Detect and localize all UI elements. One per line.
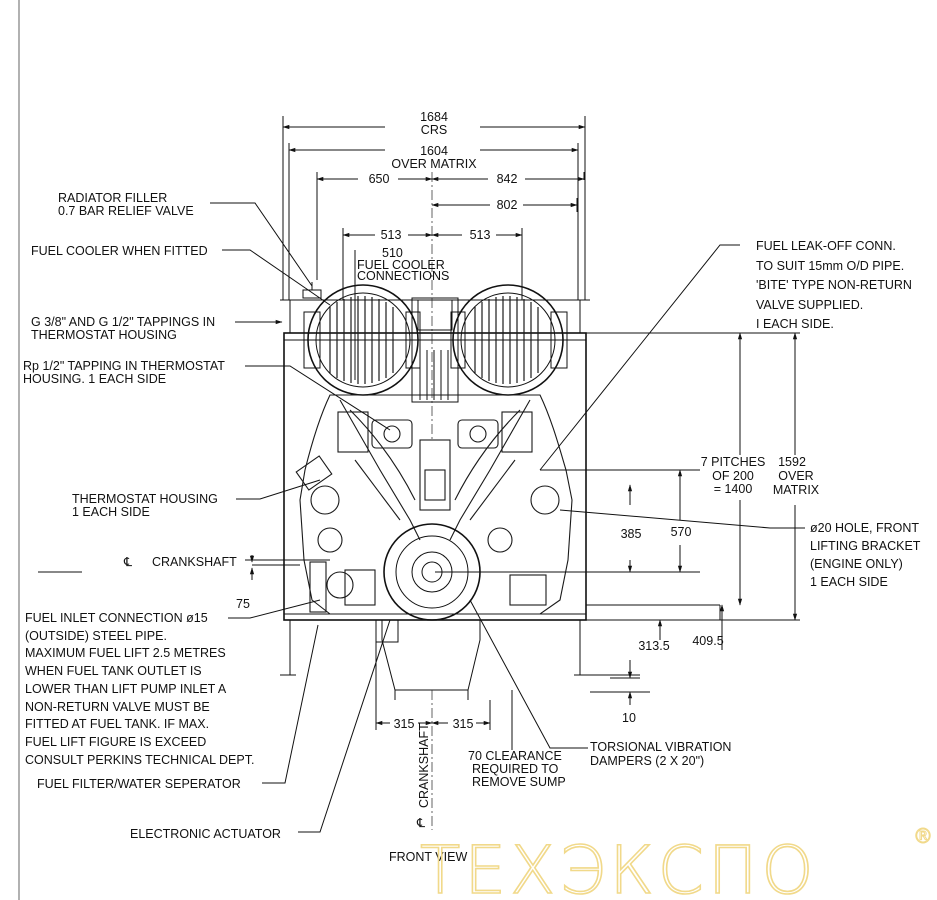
vertical-crankshaft-symbol: ℄ bbox=[416, 816, 426, 830]
fuel-cooler-connections-line1: FUEL COOLER bbox=[357, 258, 445, 272]
hole-line2: LIFTING BRACKET bbox=[810, 539, 921, 553]
hole-line1: ø20 HOLE, FRONT bbox=[810, 521, 919, 535]
dim-313-5: 313.5 bbox=[638, 639, 669, 653]
rp-tapping-line2: HOUSING. 1 EACH SIDE bbox=[23, 372, 166, 386]
tappings-line2: THERMOSTAT HOUSING bbox=[31, 328, 177, 342]
dim-510: 510 bbox=[382, 246, 403, 260]
dim-1684: 1684 bbox=[420, 110, 448, 124]
dim-409-5: 409.5 bbox=[692, 634, 723, 648]
fuel-inlet-line9: CONSULT PERKINS TECHNICAL DEPT. bbox=[25, 753, 254, 767]
over-matrix-line1: OVER bbox=[778, 469, 813, 483]
radiator-filler-line2: 0.7 BAR RELIEF VALVE bbox=[58, 204, 194, 218]
clearance-line2: REQUIRED TO bbox=[472, 762, 559, 776]
thermostat-line2: 1 EACH SIDE bbox=[72, 505, 150, 519]
leak-off-line4: VALVE SUPPLIED. bbox=[756, 298, 863, 312]
fuel-inlet-line3: MAXIMUM FUEL LIFT 2.5 METRES bbox=[25, 646, 226, 660]
dim-1604: 1604 bbox=[420, 144, 448, 158]
crankshaft-symbol: ℄ bbox=[123, 555, 133, 569]
fuel-inlet-line1: FUEL INLET CONNECTION ø15 bbox=[25, 611, 208, 625]
leak-off-line1: FUEL LEAK-OFF CONN. bbox=[756, 239, 896, 253]
dim-315-right: 315 bbox=[453, 717, 474, 731]
thermostat-line1: THERMOSTAT HOUSING bbox=[72, 492, 218, 506]
leak-off-line5: I EACH SIDE. bbox=[756, 317, 834, 331]
electronic-actuator-label: ELECTRONIC ACTUATOR bbox=[130, 827, 281, 841]
dim-315-left: 315 bbox=[394, 717, 415, 731]
crankshaft-label: CRANKSHAFT bbox=[152, 555, 237, 569]
fuel-inlet-line2: (OUTSIDE) STEEL PIPE. bbox=[25, 629, 167, 643]
pitches-line2: OF 200 bbox=[712, 469, 754, 483]
dimension-text: 1684 CRS 1604 OVER MATRIX 650 842 802 51… bbox=[236, 110, 820, 731]
watermark-registered-icon: ® bbox=[913, 824, 933, 848]
hole-line3: (ENGINE ONLY) bbox=[810, 557, 903, 571]
dim-crs: CRS bbox=[421, 123, 447, 137]
leader-lines bbox=[210, 202, 805, 833]
pitches-line3: = 1400 bbox=[714, 482, 753, 496]
dim-650: 650 bbox=[369, 172, 390, 186]
dim-385: 385 bbox=[621, 527, 642, 541]
watermark-text: ТЕХЭКСПО bbox=[420, 832, 817, 900]
dimension-lines bbox=[38, 116, 800, 750]
over-matrix-line2: MATRIX bbox=[773, 483, 820, 497]
dim-570: 570 bbox=[671, 525, 692, 539]
torsional-line2: DAMPERS (2 X 20") bbox=[590, 754, 704, 768]
dim-842: 842 bbox=[497, 172, 518, 186]
radiator-filler-line1: RADIATOR FILLER bbox=[58, 191, 167, 205]
dim-513-left: 513 bbox=[381, 228, 402, 242]
dim-10: 10 bbox=[622, 711, 636, 725]
pitches-line1: 7 PITCHES bbox=[701, 455, 766, 469]
fuel-inlet-line8: FUEL LIFT FIGURE IS EXCEED bbox=[25, 735, 206, 749]
clearance-line1: 70 CLEARANCE bbox=[468, 749, 562, 763]
dim-75: 75 bbox=[236, 597, 250, 611]
leak-off-line2: TO SUIT 15mm O/D PIPE. bbox=[756, 259, 904, 273]
tappings-line1: G 3/8" AND G 1/2" TAPPINGS IN bbox=[31, 315, 215, 329]
fuel-cooler-fitted-label: FUEL COOLER WHEN FITTED bbox=[31, 244, 208, 258]
dim-over-matrix: OVER MATRIX bbox=[391, 157, 477, 171]
dim-802: 802 bbox=[497, 198, 518, 212]
fuel-filter-label: FUEL FILTER/WATER SEPERATOR bbox=[37, 777, 241, 791]
leak-off-line3: 'BITE' TYPE NON-RETURN bbox=[756, 278, 912, 292]
fuel-inlet-line7: FITTED AT FUEL TANK. IF MAX. bbox=[25, 717, 209, 731]
dim-513-right: 513 bbox=[470, 228, 491, 242]
fuel-inlet-line5: LOWER THAN LIFT PUMP INLET A bbox=[25, 682, 227, 696]
fuel-cooler-connections-line2: CONNECTIONS bbox=[357, 269, 449, 283]
front-view-label: FRONT VIEW bbox=[389, 850, 467, 864]
fuel-inlet-line6: NON-RETURN VALVE MUST BE bbox=[25, 700, 210, 714]
torsional-line1: TORSIONAL VIBRATION bbox=[590, 740, 731, 754]
rp-tapping-line1: Rp 1/2" TAPPING IN THERMOSTAT bbox=[23, 359, 225, 373]
hole-line4: 1 EACH SIDE bbox=[810, 575, 888, 589]
fuel-inlet-line4: WHEN FUEL TANK OUTLET IS bbox=[25, 664, 202, 678]
watermark-logo: ТЕХЭКСПО ® bbox=[419, 824, 933, 900]
dim-1592: 1592 bbox=[778, 455, 806, 469]
vertical-crankshaft-label: CRANKSHAFT bbox=[417, 723, 431, 808]
callout-labels: RADIATOR FILLER 0.7 BAR RELIEF VALVE FUE… bbox=[23, 191, 921, 864]
engine-outline bbox=[280, 282, 590, 700]
clearance-line3: REMOVE SUMP bbox=[472, 775, 566, 789]
